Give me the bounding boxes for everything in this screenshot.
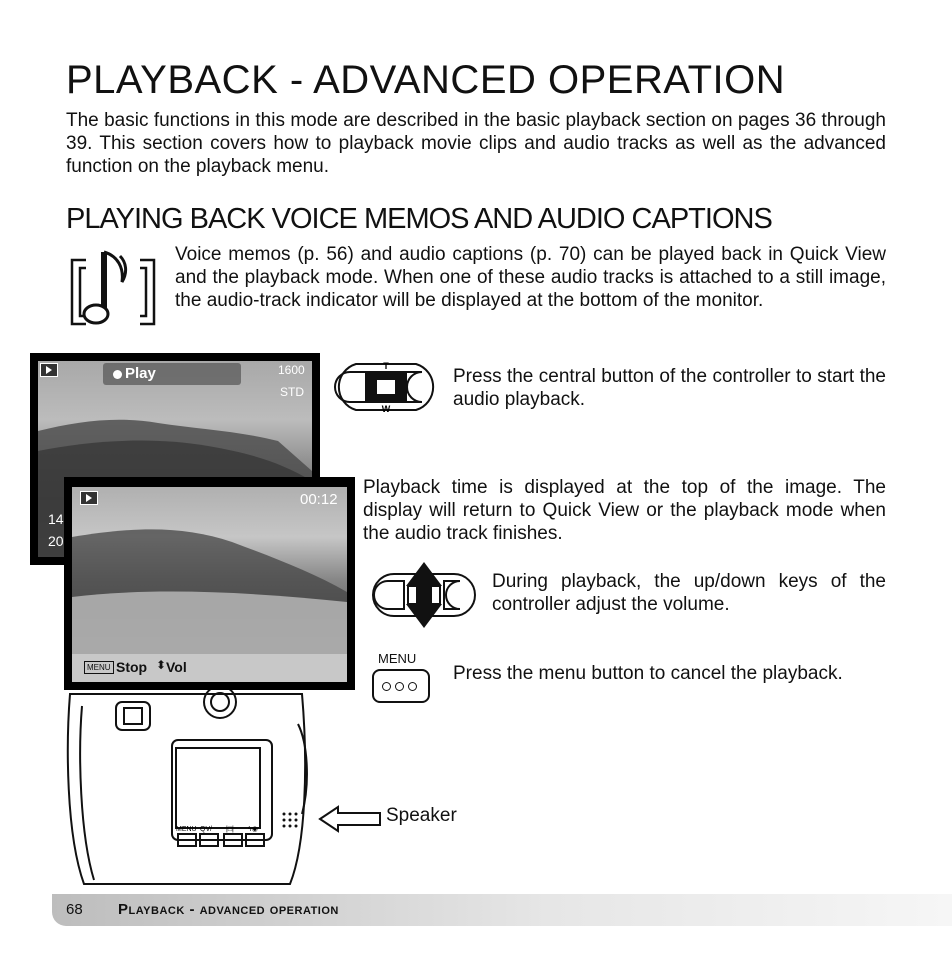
updown-arrows-icon: ⬍ (156, 658, 167, 672)
page-number: 68 (66, 901, 83, 918)
footer-section-title: Playback - advanced operation (118, 901, 339, 918)
step-time-text: Playback time is displayed at the top of… (363, 477, 886, 544)
step-play-text: Press the central button of the controll… (453, 366, 886, 410)
screen1-info-line2: 20 (48, 533, 64, 549)
controller-updown-icon (372, 562, 476, 628)
intro-paragraph: The basic functions in this mode are des… (66, 110, 886, 177)
menu-button-label: MENU (378, 651, 417, 666)
footer-bar (52, 894, 952, 926)
playback-screen-time: 00:12 MENU Stop ⬍ Vol (64, 477, 355, 690)
controller-center-icon: T W (334, 361, 435, 414)
resolution-badge: 1600 (278, 363, 305, 377)
section-heading: PLAYING BACK VOICE MEMOS AND AUDIO CAPTI… (66, 203, 773, 235)
menu-button-icon (372, 669, 430, 703)
screen1-info-line1: 14 (48, 511, 64, 527)
playback-mode-icon-2 (80, 491, 98, 505)
step-volume-text: During playback, the up/down keys of the… (492, 571, 886, 615)
camera-illustration: MENU QV/ |□| ϟ◉ (66, 685, 308, 885)
playback-status-bar: MENU Stop ⬍ Vol (72, 654, 347, 682)
camera-menu-label: MENU (176, 826, 197, 833)
controller-t-label: T (383, 361, 389, 371)
playback-mode-icon (40, 363, 58, 377)
play-dot-icon (113, 370, 122, 379)
cliff-shape-2 (72, 529, 347, 654)
controller-w-label: W (382, 404, 391, 414)
camera-qv-label: QV/ (200, 826, 212, 833)
stop-label: Stop (116, 659, 148, 675)
coastal-photo-2 (72, 487, 347, 654)
voice-memo-paragraph: Voice memos (p. 56) and audio captions (… (175, 244, 886, 311)
speaker-label: Speaker (386, 805, 457, 826)
page-title: PLAYBACK - ADVANCED OPERATION (66, 58, 786, 102)
camera-flash-label: ϟ◉ (248, 826, 258, 833)
speaker-arrow-icon (318, 805, 381, 833)
camera-display-label: |□| (226, 826, 234, 833)
audio-track-icon (70, 250, 156, 326)
playback-time: 00:12 (300, 491, 338, 508)
vol-label: Vol (166, 659, 187, 675)
menu-key-icon: MENU (84, 661, 114, 674)
play-indicator: Play (103, 363, 241, 385)
play-label: Play (125, 365, 156, 382)
step-cancel-text: Press the menu button to cancel the play… (453, 663, 843, 684)
quality-badge: STD (280, 385, 304, 399)
